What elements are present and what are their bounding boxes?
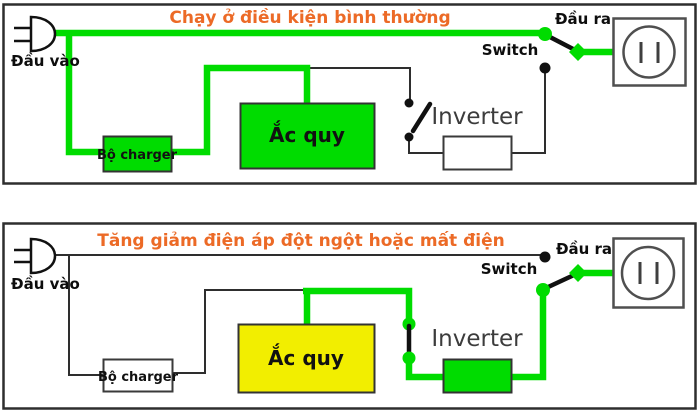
power-plug-icon <box>14 15 57 53</box>
power-outlet-icon <box>612 17 687 87</box>
charger-label: Bộ charger <box>98 370 179 385</box>
charger-box <box>102 135 173 173</box>
switch-to-inverter-wire <box>405 361 444 381</box>
battery-label: Ắc quy <box>269 121 345 147</box>
transfer-pivot-diamond <box>569 43 587 61</box>
power-outlet-icon <box>612 237 685 309</box>
inverter-label: Inverter <box>431 104 523 130</box>
transfer-switch-lever <box>543 272 577 291</box>
transfer-switch-inverter-position <box>536 251 614 297</box>
switch-label: Switch <box>482 41 539 59</box>
inverter-box <box>442 358 513 394</box>
charger-box <box>102 358 174 393</box>
battery-switch-contact-top <box>404 98 414 108</box>
battery-to-switch-wire <box>303 287 413 320</box>
transfer-contact-inverter <box>536 283 550 297</box>
inverter-label: Inverter <box>431 326 523 352</box>
mains-to-charger-wire <box>68 255 104 376</box>
charger-to-battery-wire <box>172 289 305 374</box>
input-label: Đầu vào <box>11 52 80 70</box>
outlet-slots <box>638 262 659 284</box>
panel-title: Tăng giảm điện áp đột ngột hoặc mất điện <box>97 230 504 251</box>
battery-switch-contact-bottom <box>402 351 416 365</box>
battery-label: Ắc quy <box>268 344 344 370</box>
input-label: Đầu vào <box>11 275 80 293</box>
power-plug-icon <box>14 237 57 275</box>
switch-to-inverter-wire <box>408 140 444 154</box>
panel-power-loss: Đầu vào Bộ charger Ắc quy Inverter Switc… <box>2 222 697 410</box>
inverter-to-transfer-wire <box>511 73 546 154</box>
outlet-slots <box>639 42 660 63</box>
battery-switch-lever <box>410 101 433 134</box>
battery-to-switch-wire <box>307 67 411 99</box>
output-label: Đầu ra <box>556 240 612 258</box>
charger-to-battery-wire <box>171 64 311 156</box>
mains-to-charger-wire <box>65 33 104 156</box>
charger-label: Bộ charger <box>97 148 178 163</box>
transfer-contact-inverter <box>539 62 551 74</box>
transfer-switch-lever <box>545 33 578 53</box>
transfer-contact-mains <box>539 251 551 263</box>
inverter-to-transfer-wire <box>511 294 547 381</box>
inverter-box <box>442 135 513 171</box>
panel-title: Chạy ở điều kiện bình thường <box>169 7 450 28</box>
battery-box <box>237 323 376 394</box>
transfer-switch-mains-position <box>538 27 614 74</box>
battery-switch-open <box>404 98 433 142</box>
panel-normal-operation: Đầu vào Bộ charger Ắc quy Inverter Switc… <box>2 3 697 185</box>
output-label: Đầu ra <box>555 10 611 28</box>
transfer-pivot-diamond <box>569 264 587 282</box>
battery-box <box>239 102 376 170</box>
transfer-contact-mains <box>538 27 552 41</box>
battery-switch-closed <box>402 317 416 365</box>
battery-switch-contact-bottom <box>404 132 414 142</box>
switch-label: Switch <box>481 260 538 278</box>
